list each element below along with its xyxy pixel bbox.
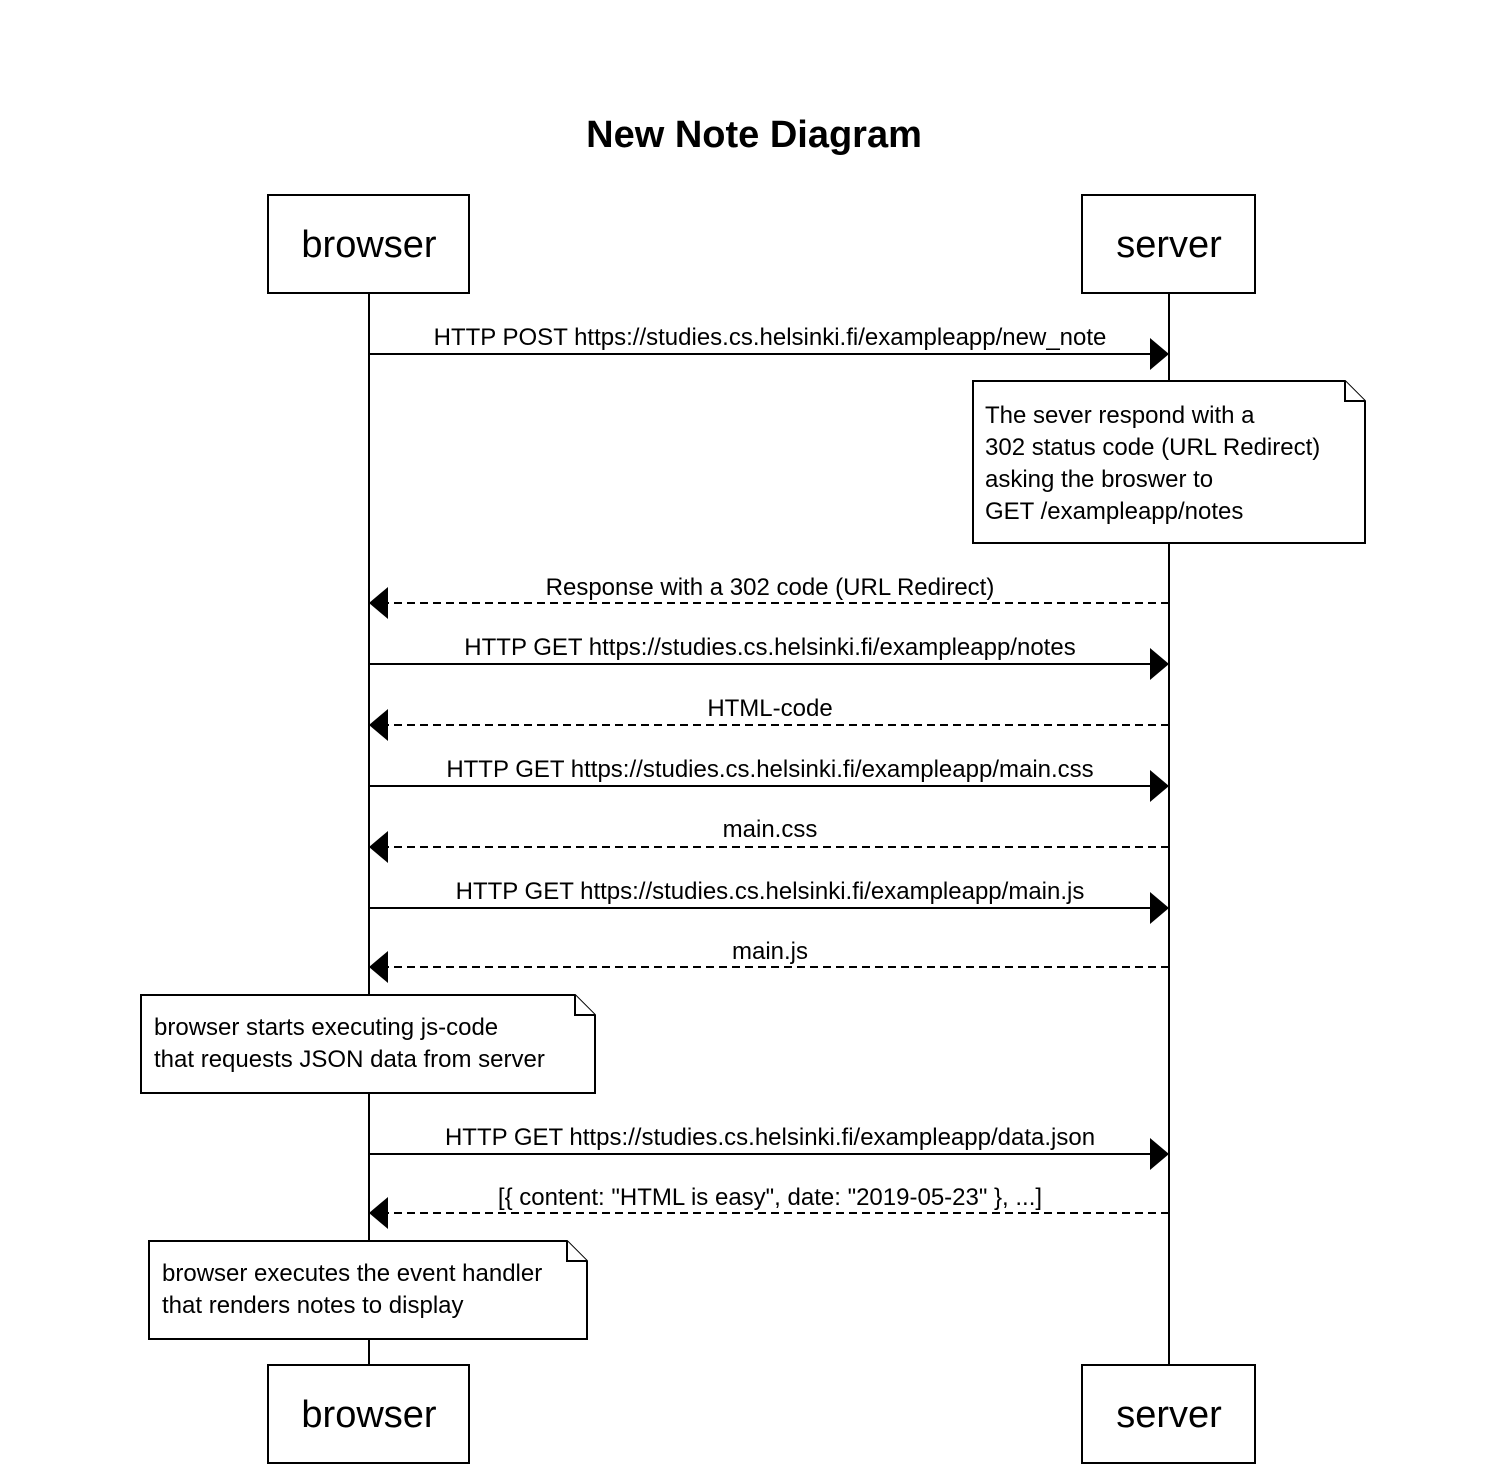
server-actor-bottom-label: server (1116, 1394, 1222, 1436)
arrow-right-icon (1150, 648, 1169, 680)
note-line: browser starts executing js-code (154, 1014, 498, 1041)
message-json-response: [{ content: "HTML is easy", date: "2019-… (369, 1184, 1169, 1229)
message-label: HTTP GET https://studies.cs.helsinki.fi/… (456, 878, 1085, 905)
note-line: 302 status code (URL Redirect) (985, 434, 1320, 461)
note-line: GET /exampleapp/notes (985, 498, 1243, 525)
arrow-left-icon (369, 831, 388, 863)
arrow-right-icon (1150, 338, 1169, 370)
message-main-js: main.js (369, 938, 1169, 983)
arrow-left-icon (369, 587, 388, 619)
message-get-data-json: HTTP GET https://studies.cs.helsinki.fi/… (369, 1124, 1169, 1170)
message-label: [{ content: "HTML is easy", date: "2019-… (498, 1184, 1042, 1211)
arrow-left-icon (369, 951, 388, 983)
message-main-css: main.css (369, 816, 1169, 863)
browser-actor-bottom-label: browser (301, 1394, 436, 1436)
note-line: that requests JSON data from server (154, 1046, 545, 1073)
message-label: Response with a 302 code (URL Redirect) (546, 574, 995, 601)
note-browser-executing-js: browser starts executing js-code that re… (140, 994, 596, 1094)
message-post-new-note: HTTP POST https://studies.cs.helsinki.fi… (369, 324, 1169, 370)
message-label: main.js (732, 938, 808, 965)
server-actor-bottom: server (1081, 1364, 1256, 1464)
note-server-redirect: The sever respond with a 302 status code… (972, 380, 1366, 544)
message-label: main.css (723, 816, 818, 843)
arrow-right-icon (1150, 1138, 1169, 1170)
message-label: HTTP GET https://studies.cs.helsinki.fi/… (446, 756, 1093, 783)
message-response-302: Response with a 302 code (URL Redirect) (369, 574, 1169, 619)
browser-actor-top-label: browser (301, 224, 436, 266)
message-label: HTTP POST https://studies.cs.helsinki.fi… (434, 324, 1107, 351)
note-line: The sever respond with a (985, 402, 1255, 429)
browser-actor-top: browser (267, 194, 470, 294)
note-line: that renders notes to display (162, 1292, 464, 1319)
message-label: HTTP GET https://studies.cs.helsinki.fi/… (445, 1124, 1095, 1151)
arrow-right-icon (1150, 770, 1169, 802)
message-get-main-js: HTTP GET https://studies.cs.helsinki.fi/… (369, 878, 1169, 924)
message-html-code: HTML-code (369, 695, 1169, 741)
message-label: HTTP GET https://studies.cs.helsinki.fi/… (464, 634, 1075, 661)
browser-actor-bottom: browser (267, 1364, 470, 1464)
note-browser-renders-notes: browser executes the event handler that … (148, 1240, 588, 1340)
diagram-title: New Note Diagram (586, 114, 922, 156)
note-line: browser executes the event handler (162, 1260, 542, 1287)
message-label: HTML-code (707, 695, 832, 722)
message-get-main-css: HTTP GET https://studies.cs.helsinki.fi/… (369, 756, 1169, 802)
server-actor-top: server (1081, 194, 1256, 294)
server-actor-top-label: server (1116, 224, 1222, 266)
message-get-notes: HTTP GET https://studies.cs.helsinki.fi/… (369, 634, 1169, 680)
arrow-right-icon (1150, 892, 1169, 924)
note-line: asking the broswer to (985, 466, 1213, 493)
arrow-left-icon (369, 1197, 388, 1229)
arrow-left-icon (369, 709, 388, 741)
